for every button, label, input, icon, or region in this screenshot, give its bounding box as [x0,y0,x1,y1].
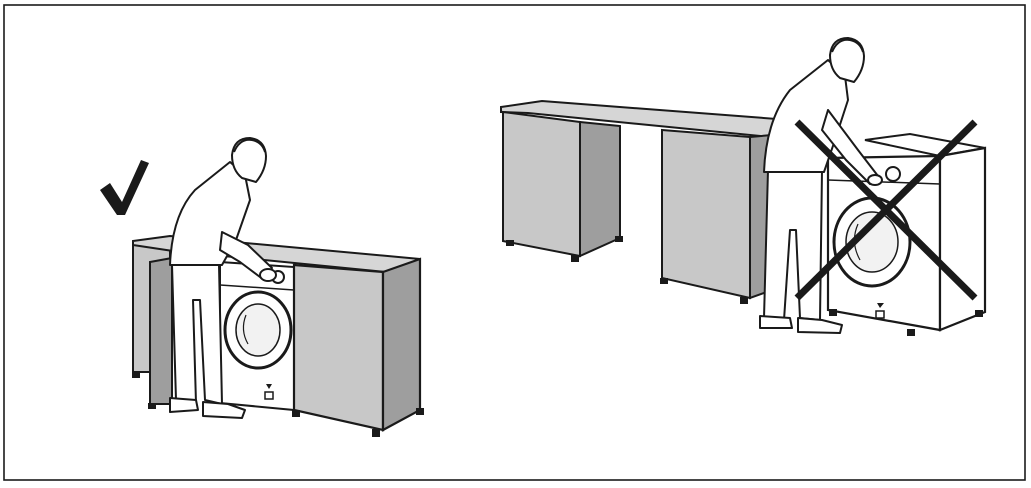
cross-icon [794,119,978,301]
person-right [759,37,883,334]
washing-machine-built-in [219,260,295,412]
figure-border [3,4,1026,481]
cabinet-left-unit [502,110,623,262]
cabinet-right [292,257,424,437]
cabinet-left [132,241,173,409]
panel-incorrect [500,37,987,336]
panel-correct [100,137,424,437]
cabinet-right-unit [660,128,773,304]
washing-machine-freestanding [826,132,987,336]
person-left [169,137,277,419]
checkmark-icon [100,160,149,215]
